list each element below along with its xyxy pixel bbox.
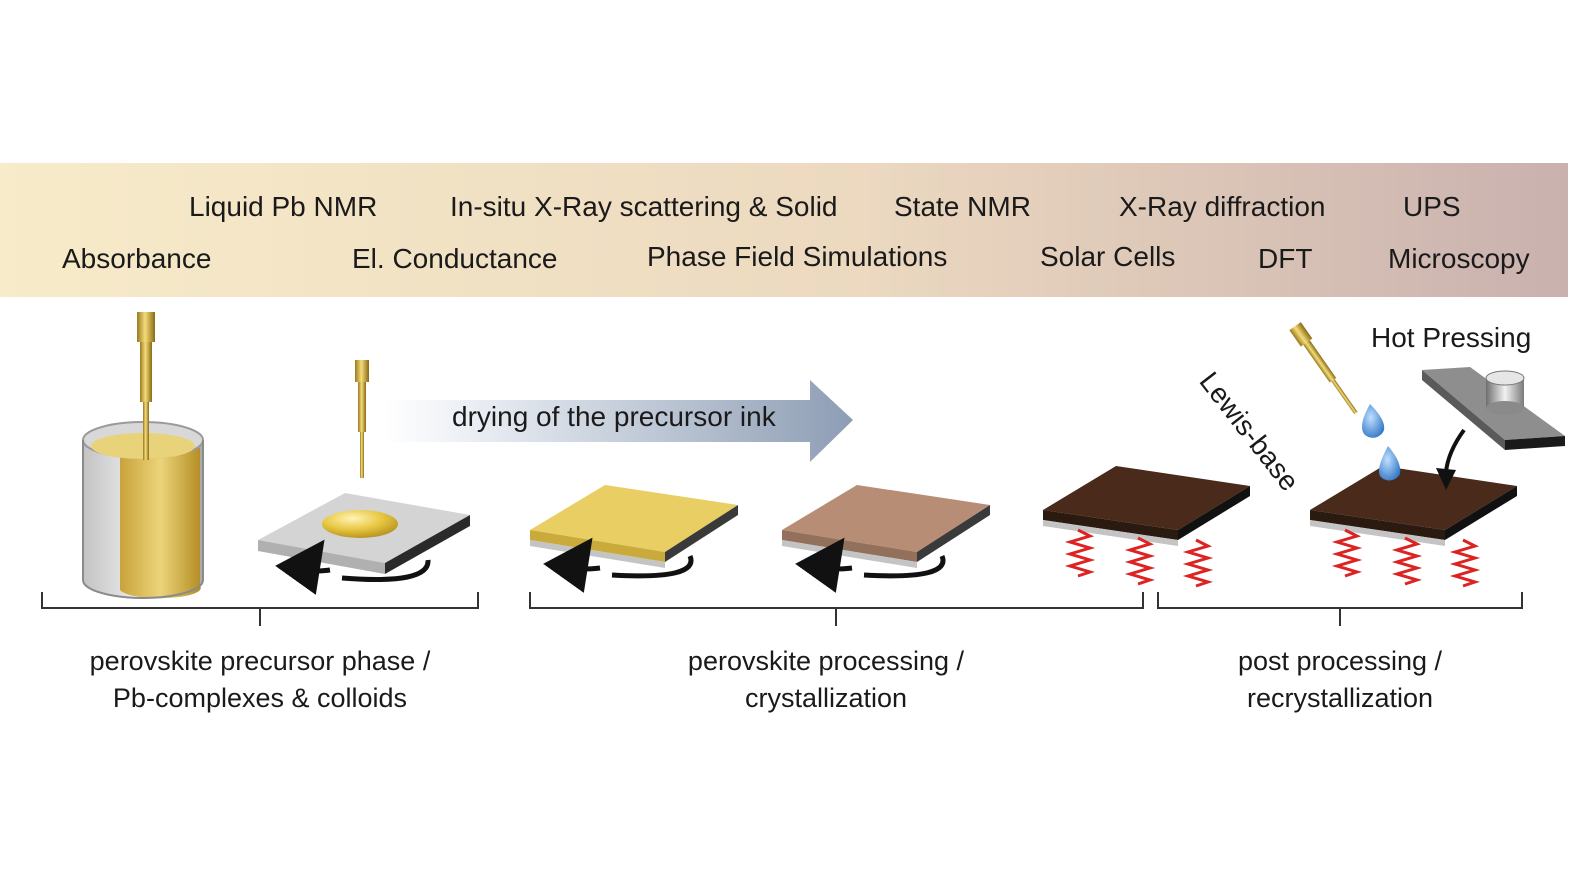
heating-spring-icon [1331, 528, 1481, 588]
drying-arrow-label: drying of the precursor ink [452, 401, 776, 432]
stage-caption-processing: perovskite processing / crystallization [616, 643, 1036, 717]
stage-bracket [529, 592, 1144, 626]
technique-liquid-pb-nmr: Liquid Pb NMR [189, 191, 378, 222]
stage-caption-line: crystallization [744, 683, 908, 713]
lewis-base-droplet-icon [1362, 404, 1401, 481]
stage-bracket [1157, 592, 1523, 626]
precursor-film-substrate [530, 485, 738, 593]
pipette-icon [137, 312, 155, 460]
pipette-icon [1289, 322, 1358, 415]
technique-ups: UPS [1403, 191, 1461, 222]
spin-coat-droplet-substrate [258, 493, 470, 595]
heating-spring-icon [1064, 528, 1214, 588]
press-arrow-icon [1436, 428, 1466, 490]
technique-microscopy: Microscopy [1388, 243, 1530, 274]
stage-bracket [41, 592, 479, 626]
banner-background [0, 163, 1568, 297]
stage-caption-post: post processing / recrystallization [1160, 643, 1520, 717]
drying-arrow [385, 380, 853, 462]
intermediate-film-substrate [782, 485, 990, 593]
stage-caption-line: perovskite precursor phase / [89, 646, 431, 676]
stage-caption-line: Pb-complexes & colloids [112, 683, 408, 713]
hot-pressing-label: Hot Pressing [1371, 322, 1532, 353]
technique-el-conductance: El. Conductance [352, 243, 558, 274]
technique-insitu-xray: In-situ X-Ray scattering & Solid [450, 191, 838, 222]
stage-caption-line: recrystallization [1246, 683, 1434, 713]
technique-solar-cells: Solar Cells [1040, 241, 1176, 272]
technique-phase-field: Phase Field Simulations [647, 241, 948, 272]
annealed-film-substrate [1043, 466, 1250, 546]
technique-dft: DFT [1258, 243, 1313, 274]
stage-caption-line: perovskite processing / [687, 646, 965, 676]
technique-state-nmr: State NMR [894, 191, 1031, 222]
stage-caption-line: post processing / [1237, 646, 1443, 676]
techniques-banner: Liquid Pb NMR In-situ X-Ray scattering &… [0, 163, 1568, 297]
hot-press-icon [1422, 367, 1565, 450]
pipette-icon [355, 360, 369, 478]
post-processed-film-substrate [1310, 466, 1517, 546]
technique-xray-diffraction: X-Ray diffraction [1119, 191, 1326, 222]
stage-caption-precursor: perovskite precursor phase / Pb-complexe… [40, 643, 480, 717]
technique-absorbance: Absorbance [62, 243, 212, 274]
